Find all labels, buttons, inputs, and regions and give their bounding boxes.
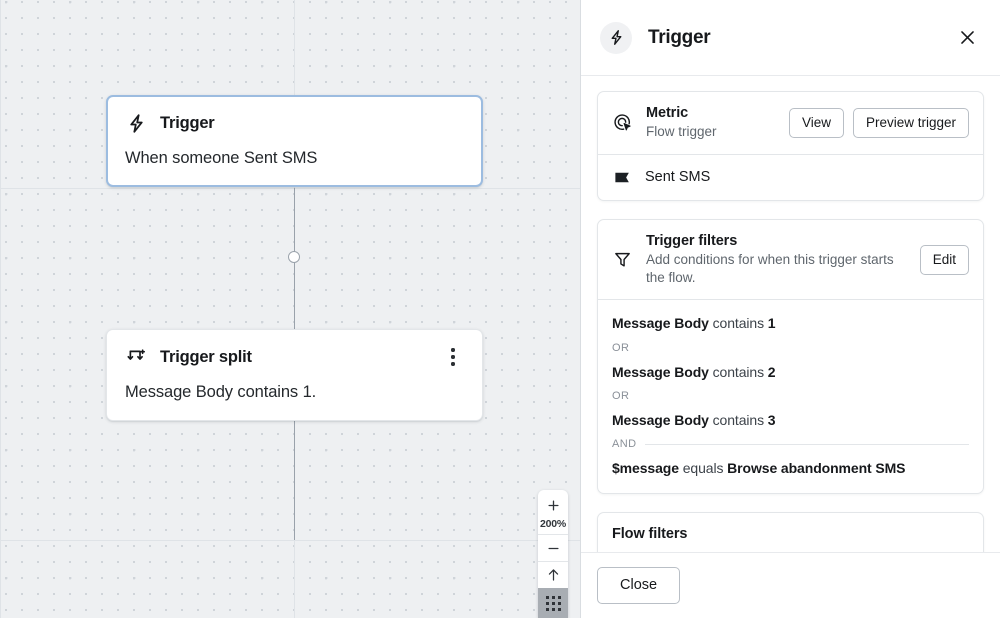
filter-join-label: OR	[612, 390, 630, 403]
panel-content-scroll[interactable]: Metric Flow trigger View Preview trigger	[581, 76, 1000, 552]
view-metric-button[interactable]: View	[788, 107, 844, 138]
trigger-filters-conditions: Message Body contains 1 OR Message Body co…	[598, 300, 983, 492]
divider	[538, 561, 568, 562]
canvas-node-trigger-split[interactable]: Trigger split Message Body contains 1.	[106, 329, 483, 421]
node-title: Trigger split	[160, 347, 252, 366]
grid-dot	[557, 607, 561, 611]
node-header: Trigger split	[125, 346, 464, 368]
filter-value: 2	[767, 363, 776, 380]
filter-subject: $message	[612, 460, 679, 477]
node-body: Message Body contains 1.	[125, 383, 317, 401]
trigger-filters-actions: Edit	[919, 244, 969, 275]
filter-join-or: OR	[612, 342, 969, 354]
trigger-filters-header: Trigger filters Add conditions for when …	[598, 220, 983, 300]
metric-card-subtitle: Flow trigger	[646, 124, 717, 139]
canvas-guide-line	[0, 540, 580, 541]
menu-dot	[451, 355, 455, 359]
metric-card: Metric Flow trigger View Preview trigger	[597, 91, 984, 201]
lightning-bolt-icon	[125, 112, 147, 134]
filter-join-label: AND	[612, 438, 637, 451]
trigger-filters-title: Trigger filters	[646, 232, 738, 249]
canvas-guide-line	[0, 188, 580, 189]
panel-title: Trigger	[648, 26, 711, 48]
node-overflow-menu-button[interactable]	[442, 346, 464, 368]
metric-card-actions: View Preview trigger	[788, 107, 969, 138]
metric-card-text: Metric Flow trigger	[646, 105, 775, 141]
preview-trigger-button[interactable]: Preview trigger	[852, 107, 969, 138]
filter-condition-row: $message equals Browse abandonment SMS	[612, 460, 906, 477]
filter-subject: Message Body	[612, 363, 709, 380]
divider	[598, 153, 983, 155]
flag-icon	[612, 168, 632, 187]
filter-subject: Message Body	[612, 412, 709, 429]
filter-condition-row: Message Body contains 3	[612, 412, 776, 429]
target-cursor-icon	[612, 113, 632, 132]
divider	[645, 443, 969, 445]
node-title: Trigger	[160, 113, 215, 132]
zoom-out-button[interactable]	[538, 535, 568, 561]
filter-join-label: OR	[612, 341, 630, 354]
close-button[interactable]: Close	[597, 566, 681, 605]
metric-value-row: Sent SMS	[598, 155, 983, 200]
split-branch-icon	[125, 346, 147, 368]
canvas-zoom-controls: 200%	[538, 490, 568, 618]
grid-dots-icon[interactable]	[538, 588, 568, 618]
filter-condition-row: Message Body contains 2	[612, 363, 776, 380]
close-icon[interactable]	[952, 23, 982, 53]
grid-dot	[545, 595, 549, 599]
grid-dot	[545, 607, 549, 611]
filter-value: 1	[767, 315, 776, 332]
flow-filters-header: Flow filters	[598, 513, 983, 552]
flow-filters-text: Flow filters	[612, 526, 969, 542]
flow-filters-title: Flow filters	[612, 525, 688, 542]
grid-dots-glyph	[545, 595, 561, 611]
menu-dot	[451, 348, 455, 352]
canvas-node-trigger[interactable]: Trigger When someone Sent SMS	[106, 95, 483, 187]
grid-dot	[557, 595, 561, 599]
metric-name: Sent SMS	[645, 169, 711, 186]
zoom-level-label: 200%	[539, 518, 567, 530]
metric-card-header: Metric Flow trigger View Preview trigger	[598, 92, 983, 154]
grid-dot	[551, 607, 555, 611]
grid-dot	[545, 601, 549, 605]
filter-value: Browse abandonment SMS	[727, 460, 906, 477]
node-header: Trigger	[125, 112, 464, 134]
filter-join-and: AND	[612, 438, 969, 450]
grid-dot	[551, 595, 555, 599]
grid-dot	[551, 601, 555, 605]
trigger-filters-card: Trigger filters Add conditions for when …	[597, 218, 984, 494]
grid-dot	[557, 601, 561, 605]
divider	[538, 534, 568, 535]
trigger-detail-panel: Trigger	[581, 0, 1000, 618]
divider	[598, 299, 983, 301]
lightning-bolt-icon	[600, 21, 632, 54]
flow-canvas[interactable]: Trigger When someone Sent SMS Trigger sp…	[0, 0, 581, 618]
trigger-filters-text: Trigger filters Add conditions for when …	[646, 233, 906, 287]
filter-condition-row: Message Body contains 1	[612, 315, 776, 332]
canvas-guide-line	[0, 0, 1, 618]
funnel-filter-icon	[612, 250, 632, 269]
node-body: When someone Sent SMS	[125, 149, 318, 167]
filter-value: 3	[767, 412, 776, 429]
add-step-handle[interactable]	[288, 251, 300, 263]
filter-join-or: OR	[612, 390, 969, 402]
metric-card-title: Metric	[646, 105, 689, 121]
zoom-in-button[interactable]	[538, 492, 568, 518]
menu-dot	[451, 362, 455, 366]
panel-header: Trigger	[581, 0, 1000, 76]
edit-trigger-filters-button[interactable]: Edit	[919, 244, 969, 275]
trigger-filters-subtitle: Add conditions for when this trigger sta…	[646, 251, 894, 285]
filter-subject: Message Body	[612, 315, 709, 332]
fit-to-screen-button[interactable]	[538, 562, 568, 588]
panel-footer: Close	[581, 552, 1000, 618]
flow-filters-card: Flow filters	[597, 511, 984, 552]
